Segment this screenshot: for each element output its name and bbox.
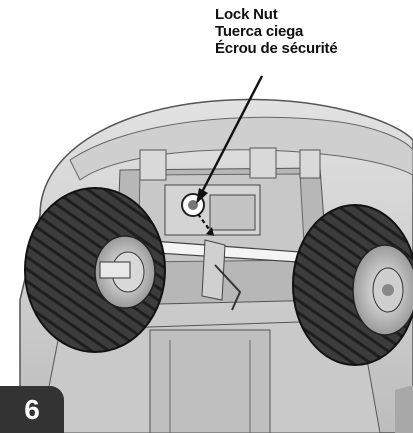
callout-label-fr: Écrou de sécurité [215,40,338,57]
leader-arrow-icon [196,75,264,204]
callout-label-es: Tuerca ciega [215,23,304,40]
left-wheel [24,187,166,353]
callout-label-en: Lock Nut [215,6,278,23]
callout-label: Lock Nut Tuerca ciega Écrou de sécurité [215,6,405,57]
step-number-badge: 6 [0,386,64,433]
right-wheel [292,204,413,366]
